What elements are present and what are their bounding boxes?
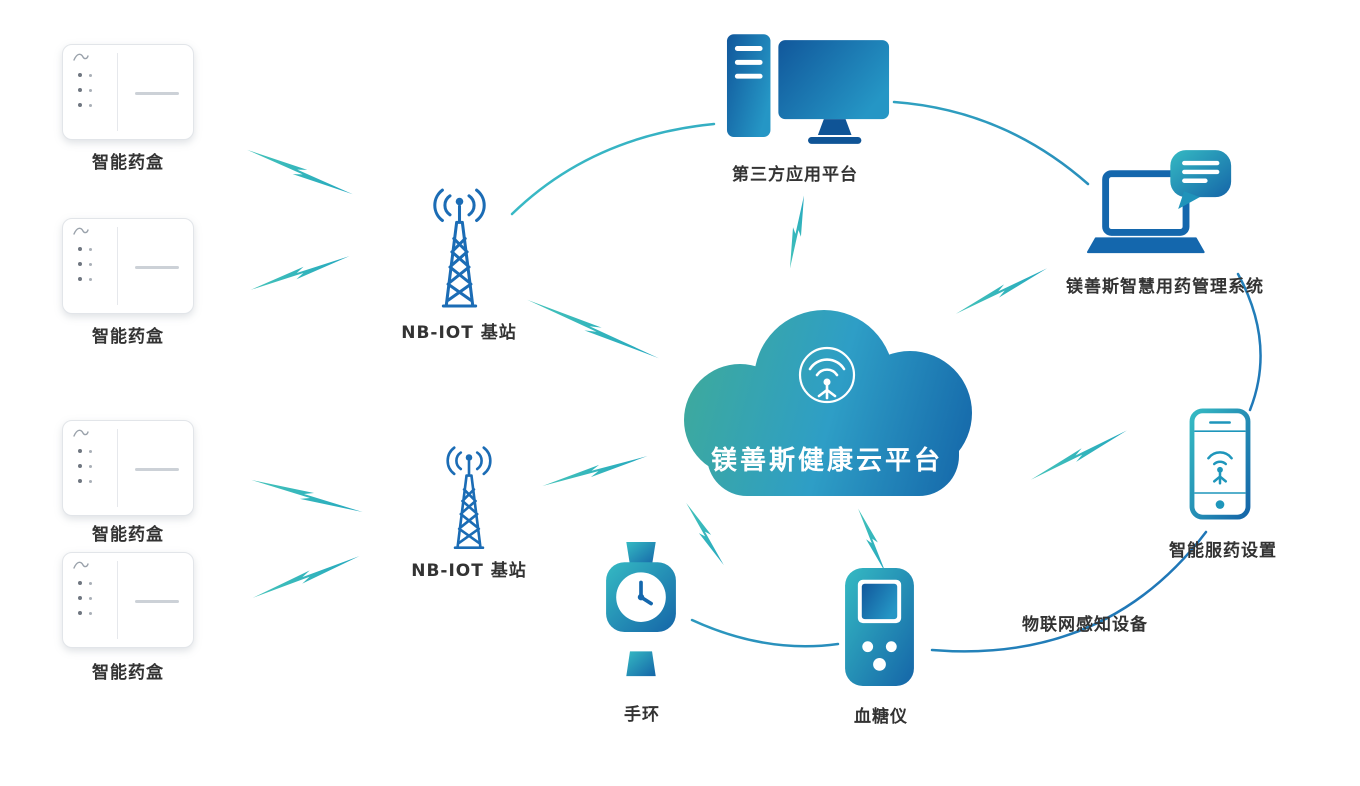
management-system-label: 镁善斯智慧用药管理系统 [1066, 277, 1264, 297]
nbiot-tower-icon [446, 446, 492, 550]
pillbox-label: 智能药盒 [92, 327, 164, 347]
phone-body [1189, 408, 1251, 520]
brand-squiggle-icon [73, 227, 89, 235]
cloud-icon [684, 310, 972, 496]
led-indicators [78, 73, 92, 107]
lightning-connector [683, 499, 727, 569]
monitor-base [808, 136, 862, 144]
meter-buttons [862, 641, 897, 671]
lightning-connector [540, 453, 650, 489]
smartphone-icon [1189, 408, 1251, 520]
brand-squiggle-icon [73, 429, 89, 437]
glucose-meter-label: 血糖仪 [854, 707, 908, 727]
watch-strap-bottom [626, 651, 656, 677]
divider [117, 429, 118, 507]
pillbox-label: 智能药盒 [92, 525, 164, 545]
cloud-platform-label: 镁善斯健康云平台 [710, 446, 943, 476]
chat-bubble-tail [1178, 191, 1200, 209]
third-party-label: 第三方应用平台 [732, 165, 858, 185]
laptop-base [1086, 237, 1205, 254]
lightning-connector [250, 473, 364, 519]
iot-devices-caption: 物联网感知设备 [1022, 615, 1148, 635]
wristband-label: 手环 [624, 705, 660, 725]
lightning-connector [248, 253, 352, 293]
device-brand-text [135, 92, 179, 95]
led-indicators [78, 247, 92, 281]
home-button [1215, 500, 1225, 509]
link-curve-station1-server [510, 122, 716, 216]
brand-squiggle-icon [73, 561, 89, 569]
smart-pillbox-icon [62, 44, 194, 140]
device-brand-text [135, 266, 179, 269]
brand-squiggle-icon [73, 53, 89, 61]
divider [117, 561, 118, 639]
lightning-connector [250, 553, 362, 601]
link-curve-watch-glucose [690, 618, 840, 648]
smart-pillbox-icon [62, 420, 194, 516]
device-brand-text [135, 468, 179, 471]
led-indicators [78, 449, 92, 483]
glucose-meter-icon [845, 567, 914, 687]
lightning-connector [525, 293, 661, 365]
link-curve-laptop-phone [1236, 272, 1262, 412]
nbiot-station-label: NB-IOT 基站 [401, 323, 517, 343]
link-curve-server-laptop [892, 100, 1090, 186]
link-curve-phone-glucose [930, 530, 1208, 653]
lightning-connector [245, 143, 355, 201]
server-monitor-icon [726, 34, 890, 144]
nbiot-tower-icon [433, 188, 486, 308]
wifi-person-icon [798, 346, 856, 404]
device-brand-text [135, 600, 179, 603]
watch-strap-top [626, 542, 656, 565]
lightning-connector [1027, 427, 1130, 483]
server-tower [726, 34, 771, 137]
lightning-connector [783, 194, 811, 270]
laptop-chat-icon [1086, 150, 1232, 254]
monitor-stand [817, 119, 852, 135]
medication-setting-label: 智能服药设置 [1169, 541, 1277, 561]
pillbox-label: 智能药盒 [92, 663, 164, 683]
led-indicators [78, 581, 92, 615]
smart-pillbox-icon [62, 552, 194, 648]
smartwatch-icon [606, 542, 676, 677]
divider [117, 227, 118, 305]
divider [117, 53, 118, 131]
nbiot-station-label: NB-IOT 基站 [411, 561, 527, 581]
pillbox-label: 智能药盒 [92, 153, 164, 173]
smart-pillbox-icon [62, 218, 194, 314]
monitor-screen [778, 40, 890, 120]
